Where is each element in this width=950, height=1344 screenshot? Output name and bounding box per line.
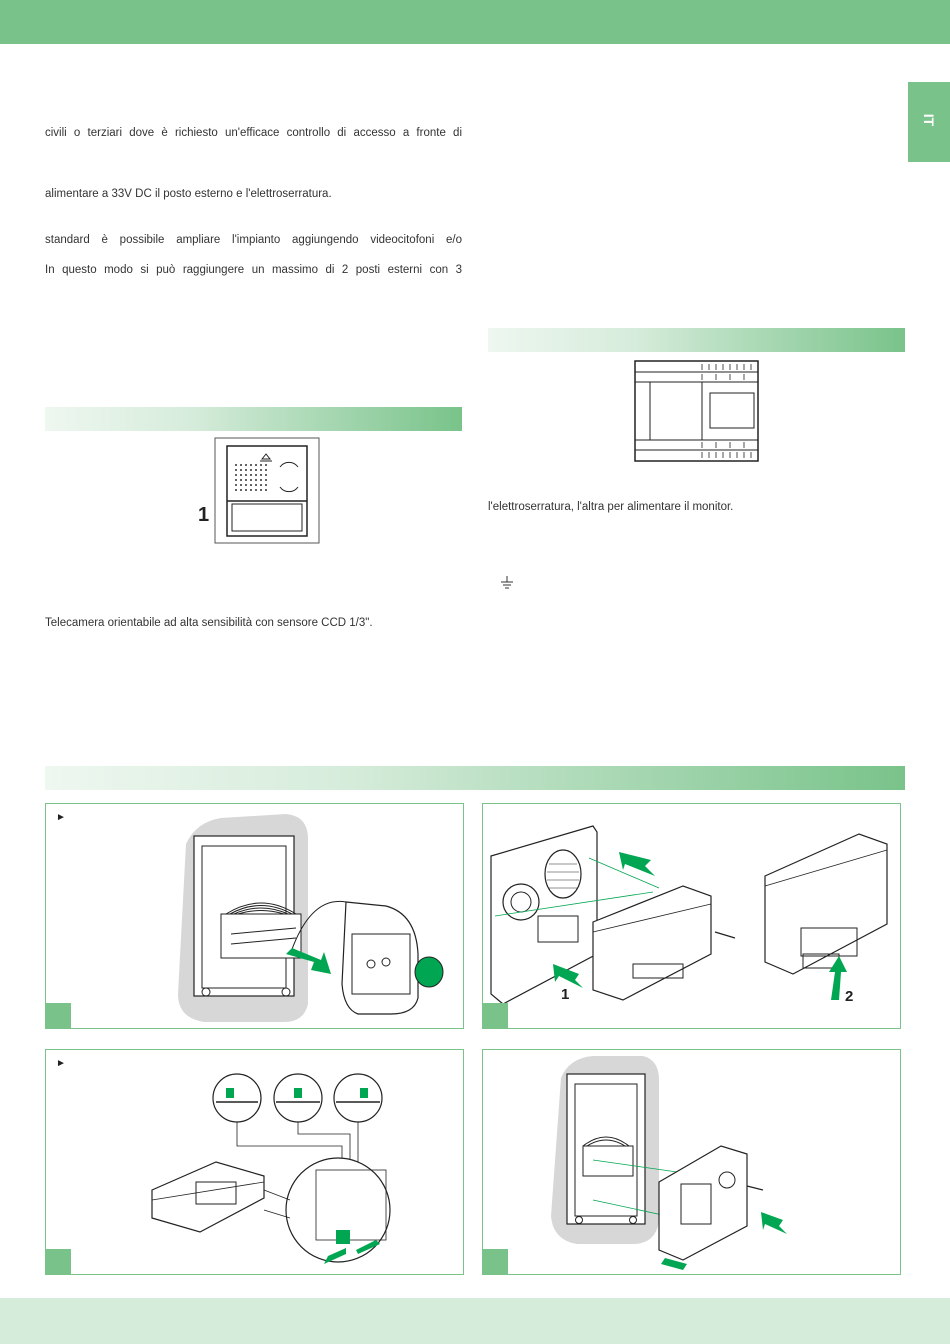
section-band-external-unit [45, 407, 462, 431]
language-tab-label: IT [921, 113, 937, 127]
footer-bar [0, 1298, 950, 1344]
external-unit-illustration [214, 437, 320, 544]
power-supply-illustration [634, 360, 759, 462]
panel-3-corner-tab [46, 1249, 71, 1274]
install-panel-3: ► [45, 1049, 464, 1275]
camera-text: Telecamera orientabile ad alta sensibili… [45, 617, 373, 629]
panel-4-illustration [551, 1056, 787, 1270]
install-panel-2: 1 2 [482, 803, 901, 1029]
section-band-installation [45, 766, 905, 790]
intro-line-1: civili o terziari dove è richiesto un'ef… [45, 127, 462, 139]
panel-4-corner-tab [483, 1249, 508, 1274]
install-panel-1: ► [45, 803, 464, 1029]
panel-2-corner-tab [483, 1003, 508, 1028]
language-tab[interactable]: IT [908, 82, 950, 162]
panel-3-illustration [151, 1073, 391, 1264]
panel-1-corner-tab [46, 1003, 71, 1028]
panel-3-marker: ► [56, 1058, 66, 1069]
panel-2-label-2: 2 [845, 988, 854, 1005]
intro-line-3: standard è possibile ampliare l'impianto… [45, 234, 462, 246]
panel-2-label-1: 1 [561, 986, 570, 1003]
panel-2-illustration [490, 825, 888, 1005]
supply-text: l'elettroserratura, l'altra per alimenta… [488, 501, 734, 513]
header-bar [0, 0, 950, 44]
panel-1-illustration [178, 814, 444, 1022]
section-band-power-supply [488, 328, 905, 352]
ground-icon [501, 576, 513, 589]
install-panel-4 [482, 1049, 901, 1275]
intro-line-4: In questo modo si può raggiungere un mas… [45, 264, 462, 276]
unit-figure-label: 1 [198, 504, 210, 526]
intro-line-2: alimentare a 33V DC il posto esterno e l… [45, 188, 332, 200]
panel-1-marker: ► [56, 812, 66, 823]
